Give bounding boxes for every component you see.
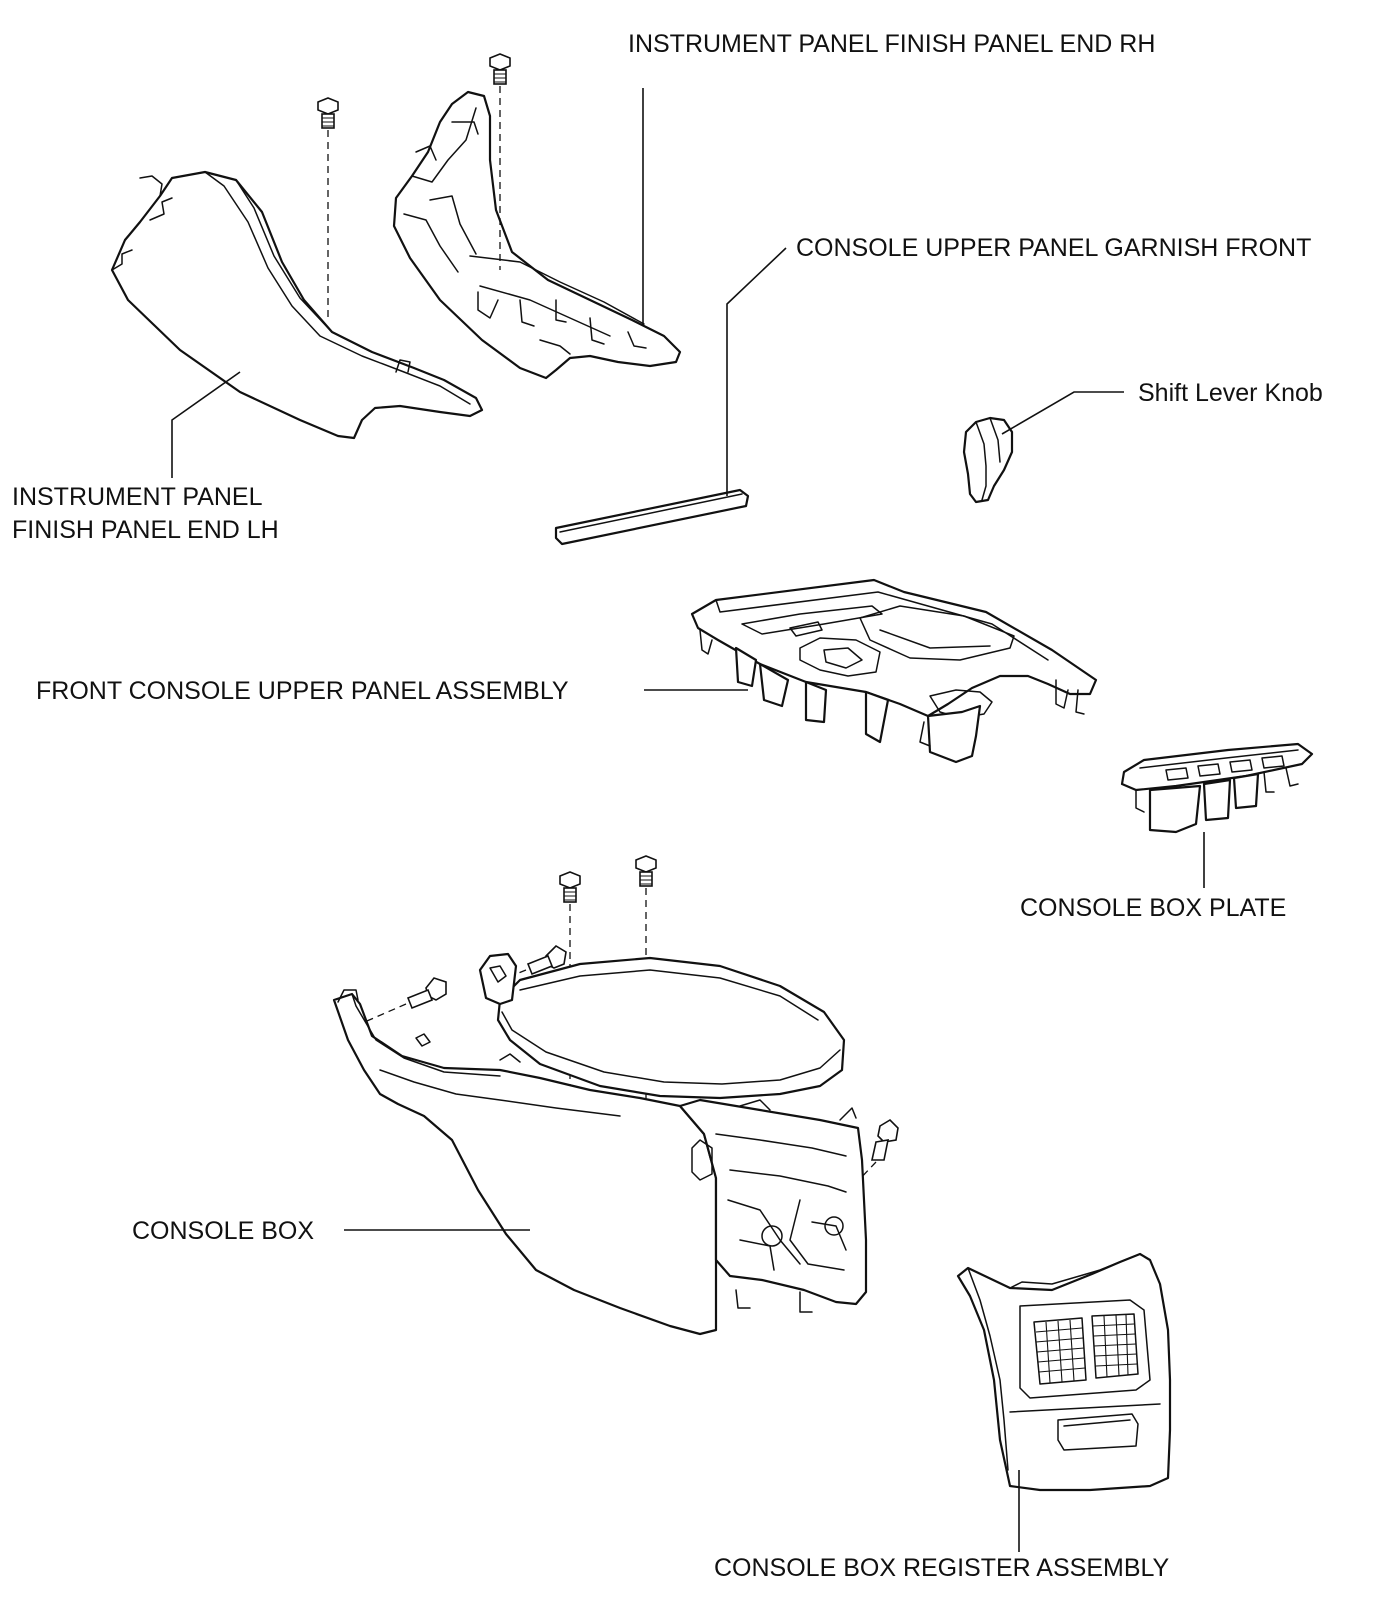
leader-shift-lever-knob — [1001, 391, 1124, 435]
bolt-lh-panel — [317, 97, 339, 322]
finish-panel-end-rh-part — [392, 90, 682, 380]
label-console-box-plate: CONSOLE BOX PLATE — [1020, 894, 1286, 922]
label-garnish-front: CONSOLE UPPER PANEL GARNISH FRONT — [796, 234, 1311, 262]
label-finish-panel-lh-line2: FINISH PANEL END LH — [12, 516, 279, 544]
leader-finish-panel-lh — [171, 371, 241, 478]
bolt-console-box-side-front — [505, 944, 567, 979]
label-finish-panel-rh: INSTRUMENT PANEL FINISH PANEL END RH — [628, 30, 1155, 58]
label-shift-lever-knob: Shift Lever Knob — [1138, 379, 1323, 407]
label-console-box-register: CONSOLE BOX REGISTER ASSEMBLY — [714, 1554, 1170, 1582]
bolt-console-box-side-left — [359, 977, 447, 1025]
part-labels: INSTRUMENT PANEL FINISH PANEL END RH CON… — [12, 30, 1323, 1582]
console-box-plate-part — [1120, 742, 1314, 834]
label-finish-panel-lh-line1: INSTRUMENT PANEL — [12, 483, 263, 511]
console-upper-panel-garnish-front-part — [554, 488, 750, 546]
console-box-register-assembly-part — [956, 1252, 1172, 1492]
leader-garnish-front — [726, 247, 787, 496]
finish-panel-end-lh-part — [110, 170, 484, 440]
bolt-rh-panel — [489, 53, 511, 270]
shift-lever-knob-part — [962, 416, 1014, 504]
label-front-console-upper-panel: FRONT CONSOLE UPPER PANEL ASSEMBLY — [36, 677, 569, 705]
label-console-box: CONSOLE BOX — [132, 1217, 314, 1245]
console-box-part — [332, 952, 868, 1336]
leader-lines — [171, 88, 1205, 1552]
front-console-upper-panel-assembly-part — [690, 578, 1098, 764]
